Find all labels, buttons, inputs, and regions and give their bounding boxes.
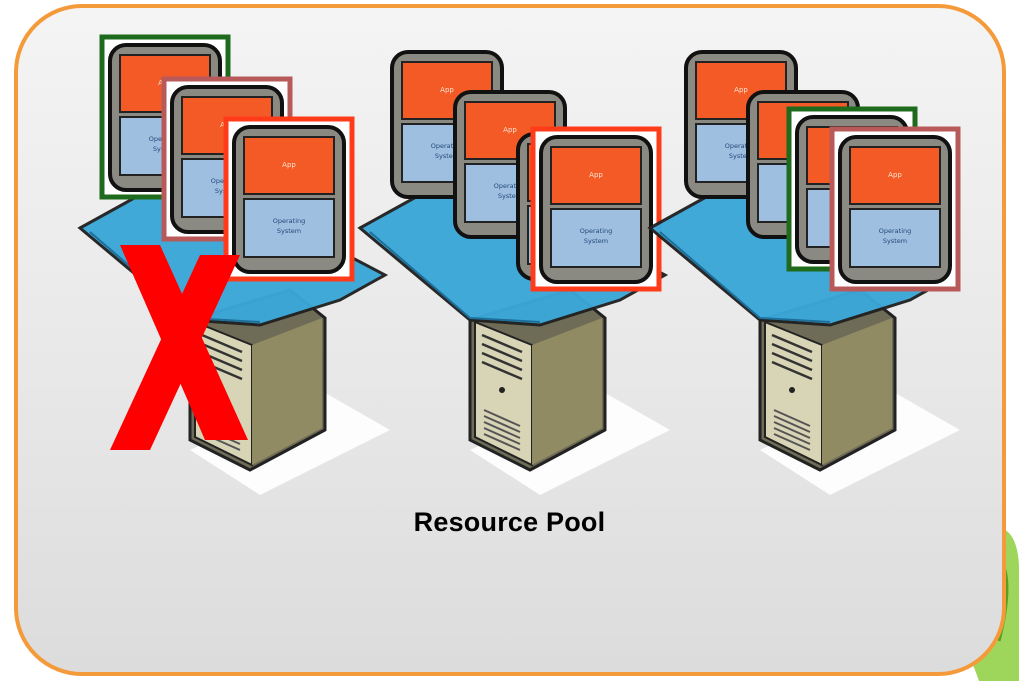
failed-host-x-mark xyxy=(110,245,248,450)
vm-os-label: Operating xyxy=(273,217,306,225)
vm-os-block xyxy=(243,198,335,258)
vm-os-label: System xyxy=(277,227,301,235)
vm-os-label: System xyxy=(584,237,608,245)
vm-os-label: System xyxy=(435,152,459,160)
vm-os-label: Operating xyxy=(725,142,758,150)
vm-os-label: System xyxy=(883,237,907,245)
vm-app-block xyxy=(849,146,941,205)
vm-app-label: App xyxy=(503,126,517,134)
host-2: AppOperatingSystemAppOperatingSystemAppO… xyxy=(357,50,670,495)
vm-app-label: App xyxy=(589,171,603,179)
host-3: AppOperatingSystemAppOperatingSystemAppO… xyxy=(647,50,961,495)
vm-os-label: Operating xyxy=(580,227,613,235)
vm-os-block xyxy=(849,208,941,268)
vm-app-block xyxy=(550,146,642,205)
vm-os-block xyxy=(550,208,642,268)
vm-app-block xyxy=(243,136,335,195)
vm-app-label: App xyxy=(282,161,296,169)
vm-app-label: App xyxy=(734,86,748,94)
server-tower xyxy=(468,288,670,495)
vm-os-label: Operating xyxy=(879,227,912,235)
resource-pool-label: Resource Pool xyxy=(413,507,606,537)
vm-app-label: App xyxy=(888,171,902,179)
vm-os-label: Operating xyxy=(494,182,527,190)
host-1: AppOperatingSystemAppOperatingSystemAppO… xyxy=(77,34,390,495)
vm-os-label: System xyxy=(498,192,522,200)
server-tower xyxy=(758,288,960,495)
vm-os-label: System xyxy=(729,152,753,160)
vm-os-label: Operating xyxy=(431,142,464,150)
vm-app-label: App xyxy=(440,86,454,94)
